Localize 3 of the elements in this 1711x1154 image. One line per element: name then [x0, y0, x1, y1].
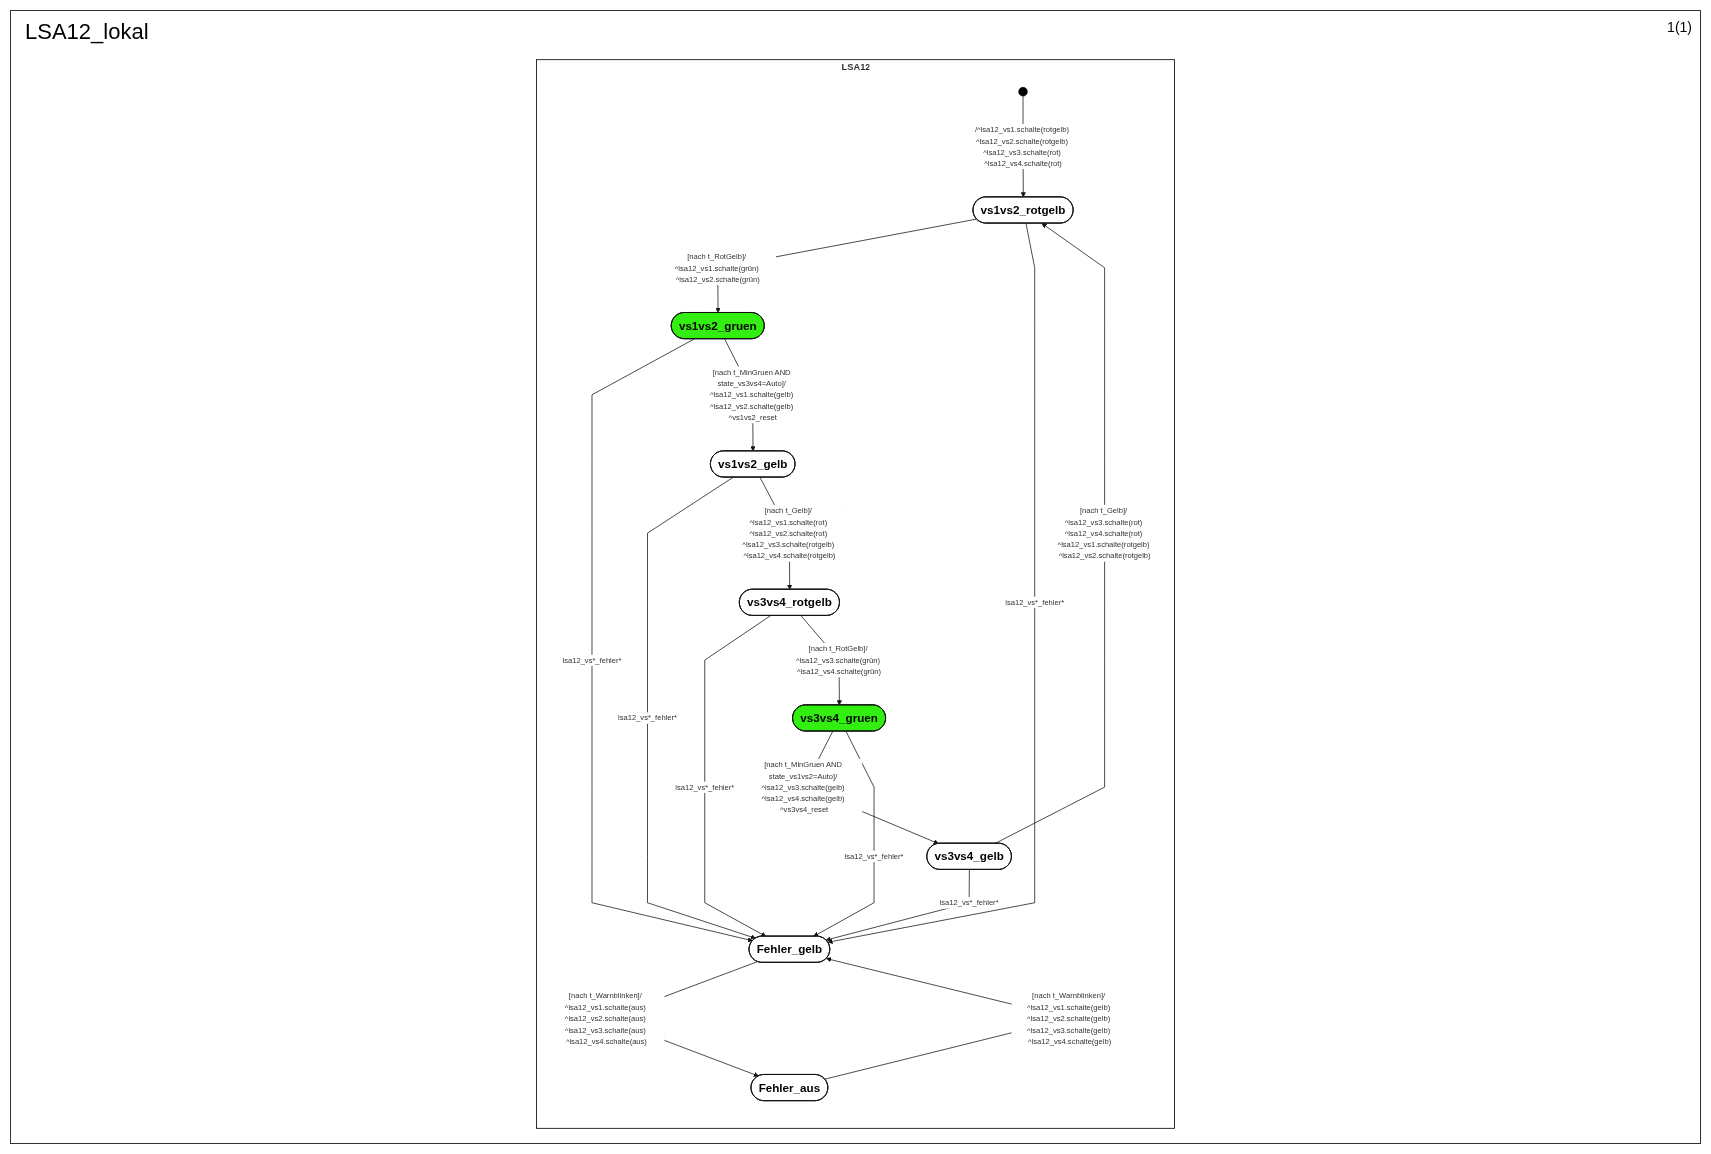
page-number: 1(1) [1667, 19, 1692, 35]
node-circle [1018, 87, 1028, 97]
diagram-title: LSA12_lokal [25, 19, 149, 45]
